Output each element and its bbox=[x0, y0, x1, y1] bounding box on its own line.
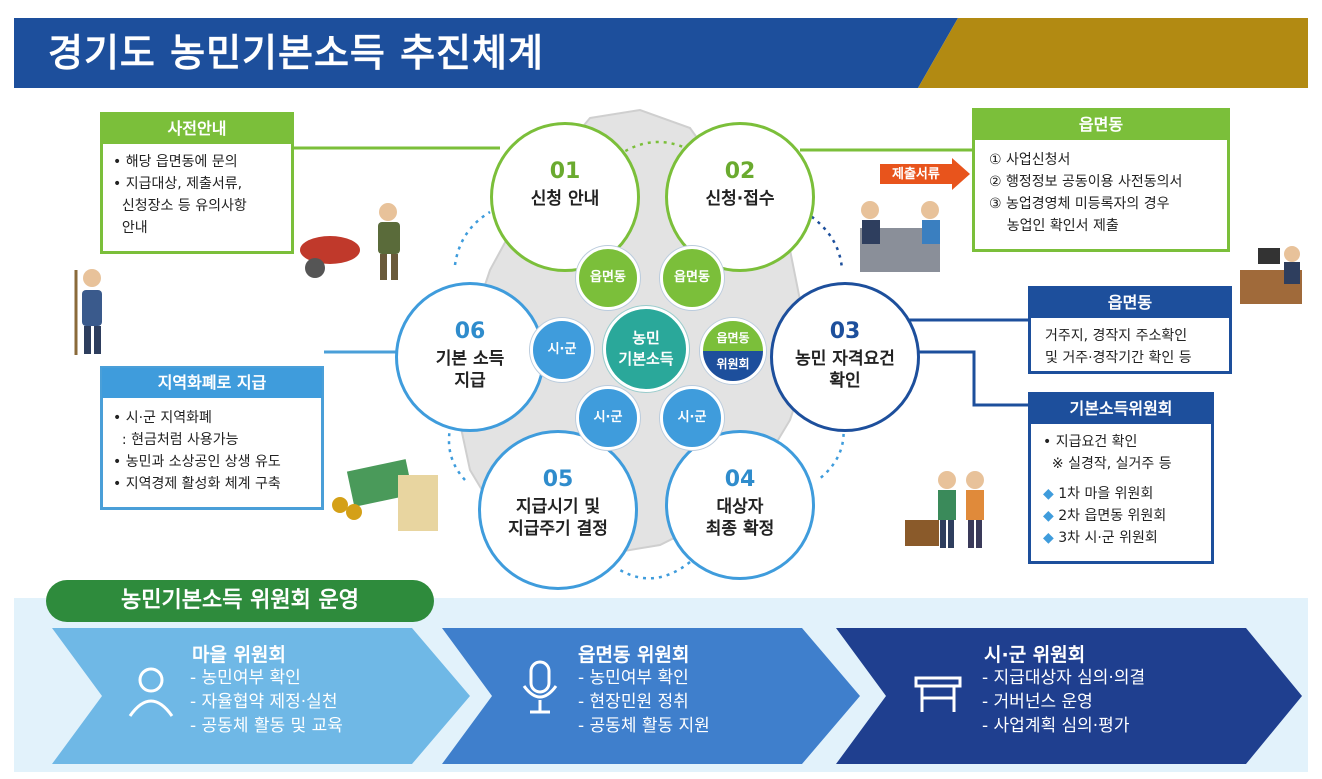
badge-step05: 시·군 bbox=[576, 386, 640, 450]
docs-line-1: ① 사업신청서 bbox=[989, 152, 1071, 168]
step-02-number: 02 bbox=[724, 159, 756, 184]
committee-body: • 지급요건 확인 ※ 실경작, 실거주 등 ◆ 1차 마을 위원회 ◆ 2차 … bbox=[1043, 431, 1172, 549]
local-currency-body: • 시·군 지역화폐 : 현금처럼 사용가능 • 농민과 소상공인 상생 유도 … bbox=[113, 407, 281, 495]
badge-step03: 읍면동 위원회 bbox=[700, 318, 766, 384]
office-worker-illustration bbox=[1240, 246, 1302, 304]
office-meeting-illustration bbox=[860, 201, 940, 272]
page-title: 경기도 농민기본소득 추진체계 bbox=[48, 31, 544, 75]
check-line-1: 거주지, 경작지 주소확인 bbox=[1045, 328, 1188, 344]
submit-tag-label: 제출서류 bbox=[892, 167, 940, 182]
docs-line-3: ③ 농업경영체 미등록자의 경우 bbox=[989, 196, 1170, 212]
step-06-number: 06 bbox=[454, 319, 486, 344]
committee-level-3: ◆ 3차 시·군 위원회 bbox=[1043, 530, 1158, 546]
currency-line-3: • 농민과 소상공인 상생 유도 bbox=[113, 454, 281, 470]
farmer-wheelbarrow-illustration bbox=[300, 203, 400, 280]
committee-line-1: • 지급요건 확인 bbox=[1043, 434, 1138, 450]
committee-line-2: ※ 실경작, 실거주 등 bbox=[1043, 456, 1172, 472]
step-05-circle: 05 지급시기 및 지급주기 결정 bbox=[478, 430, 638, 590]
guide-box-body: • 해당 읍면동에 문의 • 지급대상, 제출서류, 신청장소 등 유의사항 안… bbox=[113, 151, 247, 239]
committee-level-2: ◆ 2차 읍면동 위원회 bbox=[1043, 508, 1167, 524]
guide-box-title: 사전안내 bbox=[102, 114, 292, 144]
center-line1: 농민 bbox=[632, 329, 660, 347]
eupmyeon-check-title: 읍면동 bbox=[1030, 288, 1230, 318]
eupmyeon-item-2: - 현장민원 정취 bbox=[578, 692, 689, 712]
submit-tag-arrow bbox=[880, 158, 970, 190]
eupmyeon-committee-title: 읍면동 위원회 bbox=[578, 644, 690, 666]
diamond-icon: ◆ bbox=[1043, 530, 1054, 546]
sigun-item-3: - 사업계획 심의·평가 bbox=[982, 716, 1130, 736]
eupmyeon-check-box: 읍면동 거주지, 경작지 주소확인 및 거주·경작기간 확인 등 bbox=[1028, 286, 1232, 374]
step-03-number: 03 bbox=[829, 319, 861, 344]
badge-step03-top: 읍면동 bbox=[703, 321, 763, 351]
step-04-label-line1: 대상자 bbox=[716, 497, 764, 517]
docs-line-4: 농업인 확인서 제출 bbox=[989, 218, 1119, 234]
step-02-label: 신청·접수 bbox=[705, 189, 775, 209]
village-committee-panel-bg bbox=[52, 628, 470, 764]
village-committee-title: 마을 위원회 bbox=[192, 644, 287, 666]
center-line2: 기본소득 bbox=[618, 350, 674, 368]
step-04-label-line2: 최종 확정 bbox=[705, 519, 775, 539]
step-06-label-line2: 지급 bbox=[454, 371, 486, 391]
guide-line-3: 신청장소 등 유의사항 bbox=[113, 198, 247, 214]
eupmyeon-docs-body: ① 사업신청서 ② 행정정보 공동이용 사전동의서 ③ 농업경영체 미등록자의 … bbox=[989, 149, 1182, 237]
village-item-1: - 농민여부 확인 bbox=[190, 668, 301, 688]
local-currency-box: 지역화폐로 지급 • 시·군 지역화폐 : 현금처럼 사용가능 • 농민과 소상… bbox=[100, 366, 324, 510]
badge-step02: 읍면동 bbox=[660, 246, 724, 310]
farmers-couple-illustration bbox=[905, 471, 984, 548]
microphone-icon bbox=[522, 660, 558, 714]
sigun-item-1: - 지급대상자 심의·의결 bbox=[982, 668, 1146, 688]
currency-line-2: : 현금처럼 사용가능 bbox=[113, 432, 239, 448]
step-06-circle: 06 기본 소득 지급 bbox=[395, 282, 545, 432]
step-03-label-line1: 농민 자격요건 bbox=[795, 349, 895, 369]
step-04-number: 04 bbox=[724, 467, 756, 492]
eupmyeon-committee-panel-bg bbox=[442, 628, 860, 764]
eupmyeon-check-body: 거주지, 경작지 주소확인 및 거주·경작기간 확인 등 bbox=[1045, 325, 1192, 369]
eupmyeon-docs-box: 읍면동 ① 사업신청서 ② 행정정보 공동이용 사전동의서 ③ 농업경영체 미등… bbox=[972, 108, 1230, 252]
guide-line-2: • 지급대상, 제출서류, bbox=[113, 176, 243, 192]
money-illustration bbox=[332, 459, 438, 531]
farmer-illustration-left bbox=[74, 269, 102, 355]
person-icon bbox=[128, 667, 174, 717]
committee-box: 기본소득위원회 • 지급요건 확인 ※ 실경작, 실거주 등 ◆ 1차 마을 위… bbox=[1028, 392, 1214, 564]
eupmyeon-item-1: - 농민여부 확인 bbox=[578, 668, 689, 688]
step-03-circle: 03 농민 자격요건 확인 bbox=[770, 282, 920, 432]
step-01-label: 신청 안내 bbox=[530, 189, 600, 209]
center-circle: 농민 기본소득 bbox=[603, 306, 689, 392]
guide-line-1: • 해당 읍면동에 문의 bbox=[113, 154, 238, 170]
eupmyeon-item-3: - 공동체 활동 지원 bbox=[578, 716, 710, 736]
committee-operation-title: 농민기본소득 위원회 운영 bbox=[46, 580, 434, 622]
step-04-circle: 04 대상자 최종 확정 bbox=[665, 430, 815, 580]
check-line-2: 및 거주·경작기간 확인 등 bbox=[1045, 350, 1192, 366]
committee-title: 기본소득위원회 bbox=[1030, 394, 1212, 424]
step-03-label-line2: 확인 bbox=[829, 371, 861, 391]
sigun-committee-panel-bg bbox=[836, 628, 1302, 764]
step-01-number: 01 bbox=[549, 159, 581, 184]
docs-line-2: ② 행정정보 공동이용 사전동의서 bbox=[989, 174, 1183, 190]
guide-line-4: 안내 bbox=[113, 220, 148, 236]
sigun-item-2: - 거버넌스 운영 bbox=[982, 692, 1093, 712]
badge-step04: 시·군 bbox=[660, 386, 724, 450]
badge-step06: 시·군 bbox=[530, 318, 594, 382]
diamond-icon: ◆ bbox=[1043, 508, 1054, 524]
village-item-3: - 공동체 활동 및 교육 bbox=[190, 716, 343, 736]
step-05-label-line2: 지급주기 결정 bbox=[508, 519, 608, 539]
step-06-label-line1: 기본 소득 bbox=[435, 349, 505, 369]
header-banner bbox=[14, 18, 1308, 88]
eupmyeon-docs-title: 읍면동 bbox=[974, 110, 1228, 140]
committee-level-1: ◆ 1차 마을 위원회 bbox=[1043, 486, 1154, 502]
local-currency-title: 지역화폐로 지급 bbox=[102, 368, 322, 398]
step-05-number: 05 bbox=[542, 467, 574, 492]
desk-icon bbox=[914, 676, 962, 712]
badge-step01: 읍면동 bbox=[576, 246, 640, 310]
step-05-label-line1: 지급시기 및 bbox=[515, 497, 601, 517]
sigun-committee-title: 시·군 위원회 bbox=[984, 644, 1086, 666]
currency-line-1: • 시·군 지역화폐 bbox=[113, 410, 212, 426]
diamond-icon: ◆ bbox=[1043, 486, 1054, 502]
village-item-2: - 자율협약 제정·실천 bbox=[190, 692, 338, 712]
guide-box: 사전안내 • 해당 읍면동에 문의 • 지급대상, 제출서류, 신청장소 등 유… bbox=[100, 112, 294, 254]
currency-line-4: • 지역경제 활성화 체계 구축 bbox=[113, 476, 281, 492]
